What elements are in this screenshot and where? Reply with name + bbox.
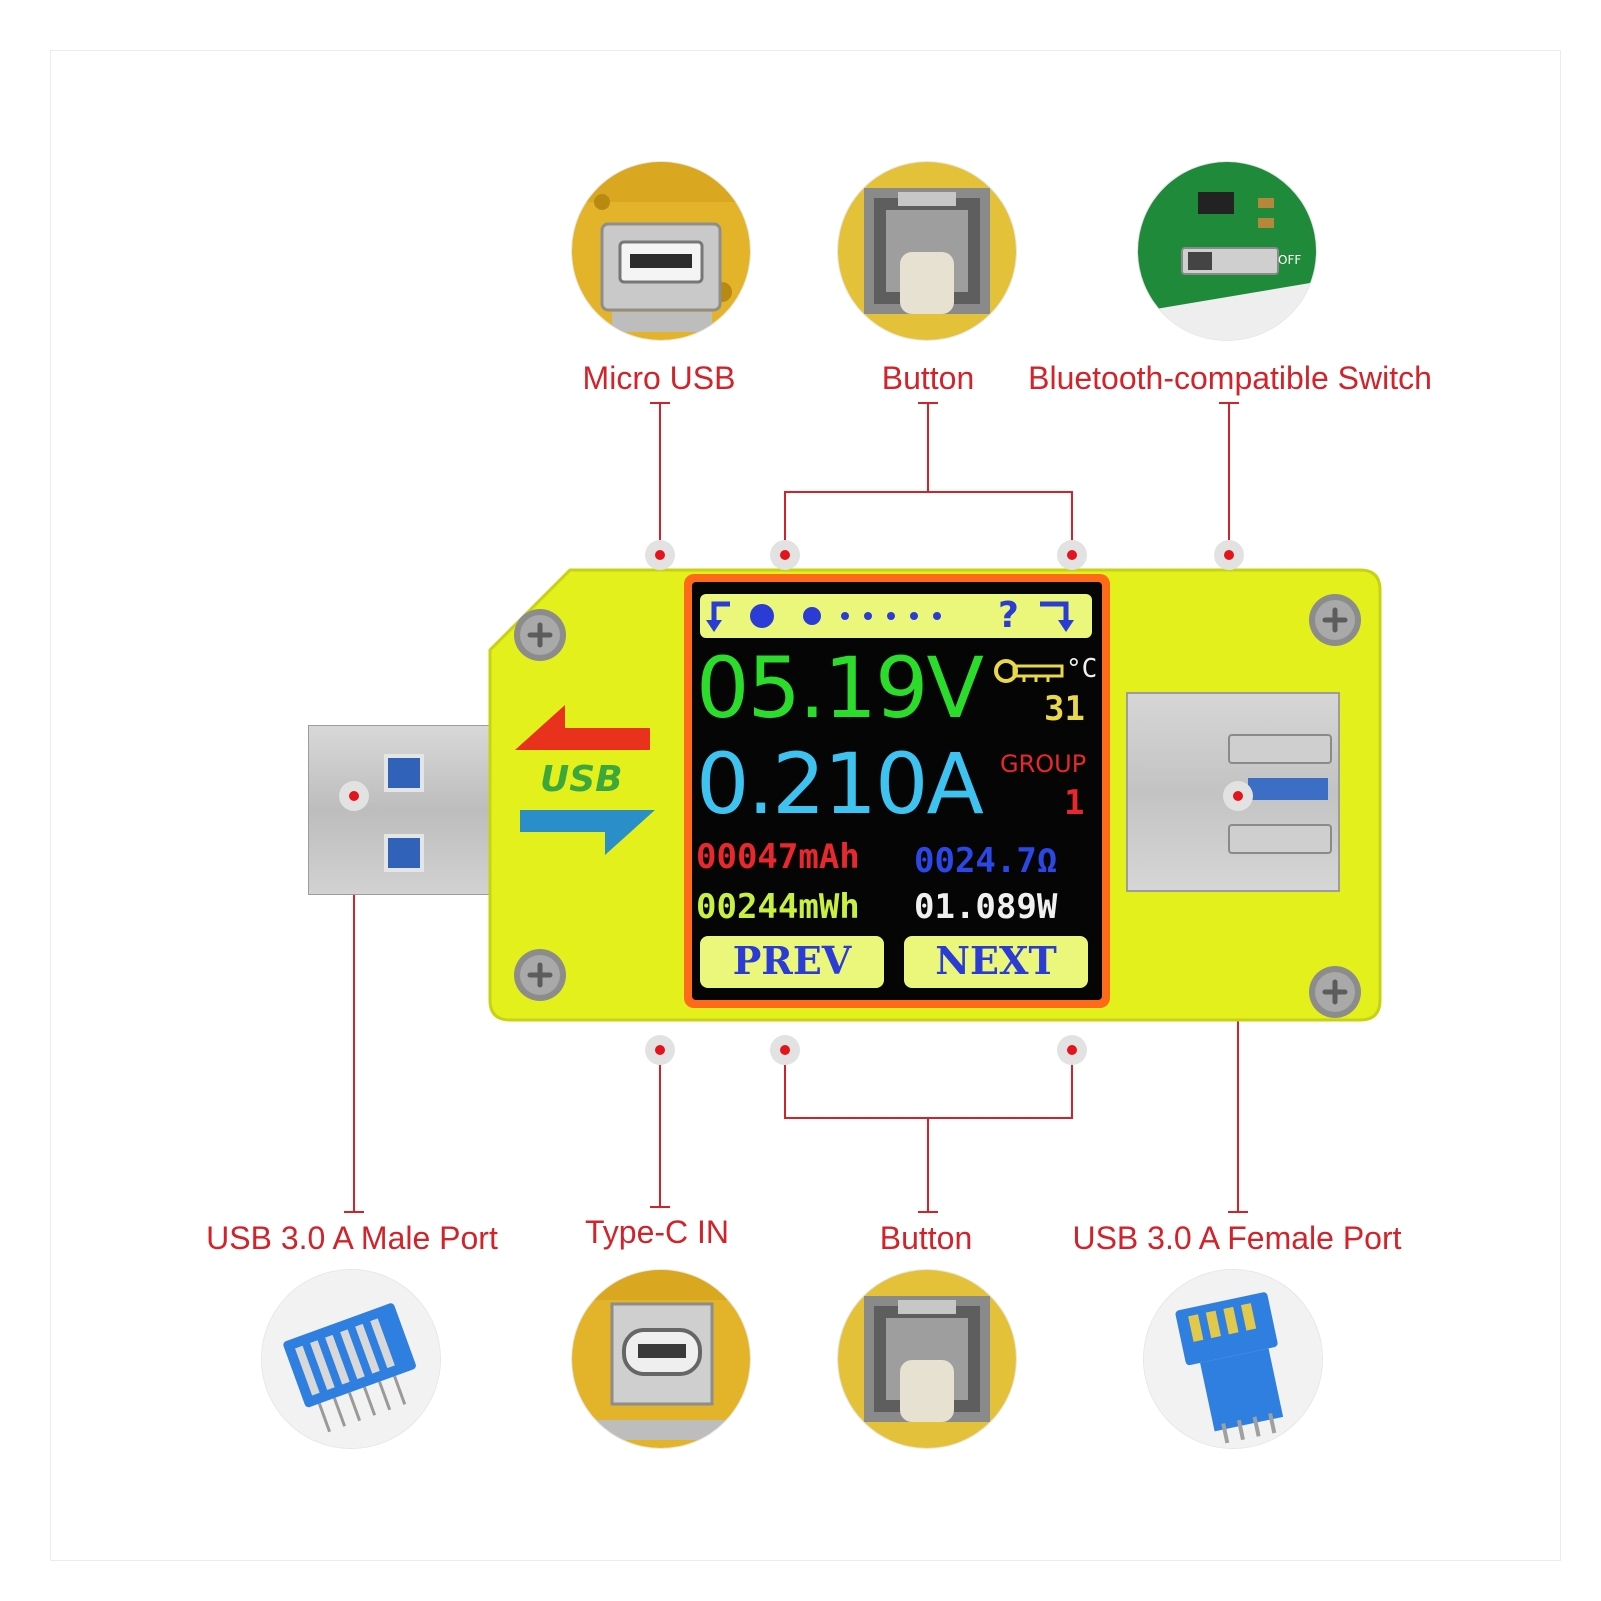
usb-logo-text: USB	[540, 759, 623, 800]
label-type-c: Type-C IN	[584, 1214, 730, 1250]
energy-readout: 00244mWh	[696, 887, 860, 927]
port-tongue	[1248, 778, 1328, 800]
usb3-male-plug	[308, 725, 500, 895]
image-frame	[50, 50, 1561, 1561]
button-top-thumbnail	[838, 162, 1016, 340]
temperature-value: 31	[1044, 689, 1085, 729]
voltage-readout: 05.19V	[696, 639, 984, 737]
label-micro-usb: Micro USB	[582, 360, 736, 396]
micro-usb-photo-icon	[572, 162, 750, 340]
label-usb-female: USB 3.0 A Female Port	[1072, 1220, 1402, 1256]
micro-usb-thumbnail	[572, 162, 750, 340]
marker-usb-female	[1223, 781, 1253, 811]
marker-micro-usb	[645, 540, 675, 570]
tact-button-photo-icon	[838, 162, 1016, 340]
marker-bt-switch	[1214, 540, 1244, 570]
svg-text:OFF: OFF	[1278, 253, 1301, 267]
plug-slot	[384, 834, 424, 872]
lcd-screen: ? 05.19V °C 31 0.210A GROUP 1 00047mAh 0…	[692, 582, 1102, 1000]
resistance-readout: 0024.7Ω	[914, 841, 1058, 881]
label-bt-switch: Bluetooth-compatible Switch	[1028, 360, 1432, 396]
label-usb-male: USB 3.0 A Male Port	[206, 1220, 498, 1256]
usb3-male-pins-photo-icon	[262, 1270, 440, 1448]
usb3-female-pins-photo-icon	[1144, 1270, 1322, 1448]
lcd-bezel: ? 05.19V °C 31 0.210A GROUP 1 00047mAh 0…	[684, 574, 1110, 1008]
usb-male-thumbnail	[262, 1270, 440, 1448]
marker-button-bottom-left	[770, 1035, 800, 1065]
label-button-bottom: Button	[879, 1220, 973, 1256]
slide-switch-photo-icon: OFF	[1138, 162, 1316, 340]
usb-female-thumbnail	[1144, 1270, 1322, 1448]
usb-arrows-logo-icon	[515, 705, 655, 855]
usb-meter-device: USB ?	[300, 560, 1390, 1030]
marker-button-top-left	[770, 540, 800, 570]
capacity-readout: 00047mAh	[696, 837, 860, 877]
group-label: GROUP	[1000, 750, 1087, 778]
type-c-photo-icon	[572, 1270, 750, 1448]
current-readout: 0.210A	[696, 735, 984, 833]
tact-button-photo-icon	[838, 1270, 1016, 1448]
type-c-thumbnail	[572, 1270, 750, 1448]
port-tongue	[1228, 824, 1332, 854]
marker-button-bottom-right	[1057, 1035, 1087, 1065]
bt-switch-thumbnail: OFF	[1138, 162, 1316, 340]
temp-unit: °C	[1066, 654, 1098, 684]
button-bottom-thumbnail	[838, 1270, 1016, 1448]
marker-type-c	[645, 1035, 675, 1065]
status-bar: ?	[700, 594, 1092, 638]
next-softkey[interactable]: NEXT	[904, 936, 1088, 988]
power-readout: 01.089W	[914, 887, 1058, 927]
status-icons	[706, 601, 1074, 632]
label-button-top: Button	[881, 360, 975, 396]
plug-slot	[384, 754, 424, 792]
marker-usb-male	[339, 781, 369, 811]
group-value: 1	[1064, 783, 1085, 823]
help-icon[interactable]: ?	[998, 595, 1019, 636]
thermometer-icon	[994, 659, 1064, 683]
marker-button-top-right	[1057, 540, 1087, 570]
prev-softkey[interactable]: PREV	[700, 936, 884, 988]
port-tongue	[1228, 734, 1332, 764]
